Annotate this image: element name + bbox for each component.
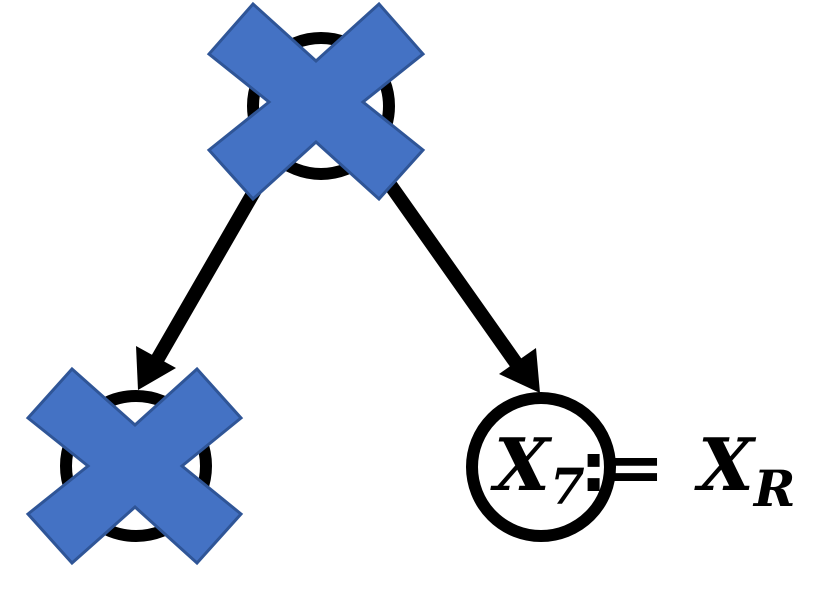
node-label: X7 (490, 422, 585, 516)
cross-out-icon (25, 366, 244, 566)
edge-root-to-left-child (136, 174, 269, 390)
node-label-sub: 7 (550, 457, 585, 516)
rhs-sub: R (752, 459, 796, 518)
node-label-var: X (490, 422, 553, 507)
arrowhead-icon (136, 346, 176, 390)
edge-line (150, 174, 269, 364)
node-circle (466, 392, 616, 542)
rhs-var: X (694, 422, 757, 507)
node-root (206, 1, 426, 202)
node-right-child: X7 (466, 392, 616, 542)
assignment-expression: := XR (580, 422, 795, 518)
edges (136, 171, 540, 393)
cross-out-icon (206, 1, 426, 202)
arrowhead-icon (499, 348, 540, 393)
assignment-operator: := (580, 429, 664, 508)
edge-line (378, 171, 522, 368)
assignment-rhs: XR (694, 422, 795, 518)
node-left-child (25, 366, 244, 566)
edge-root-to-right-child (378, 171, 540, 393)
